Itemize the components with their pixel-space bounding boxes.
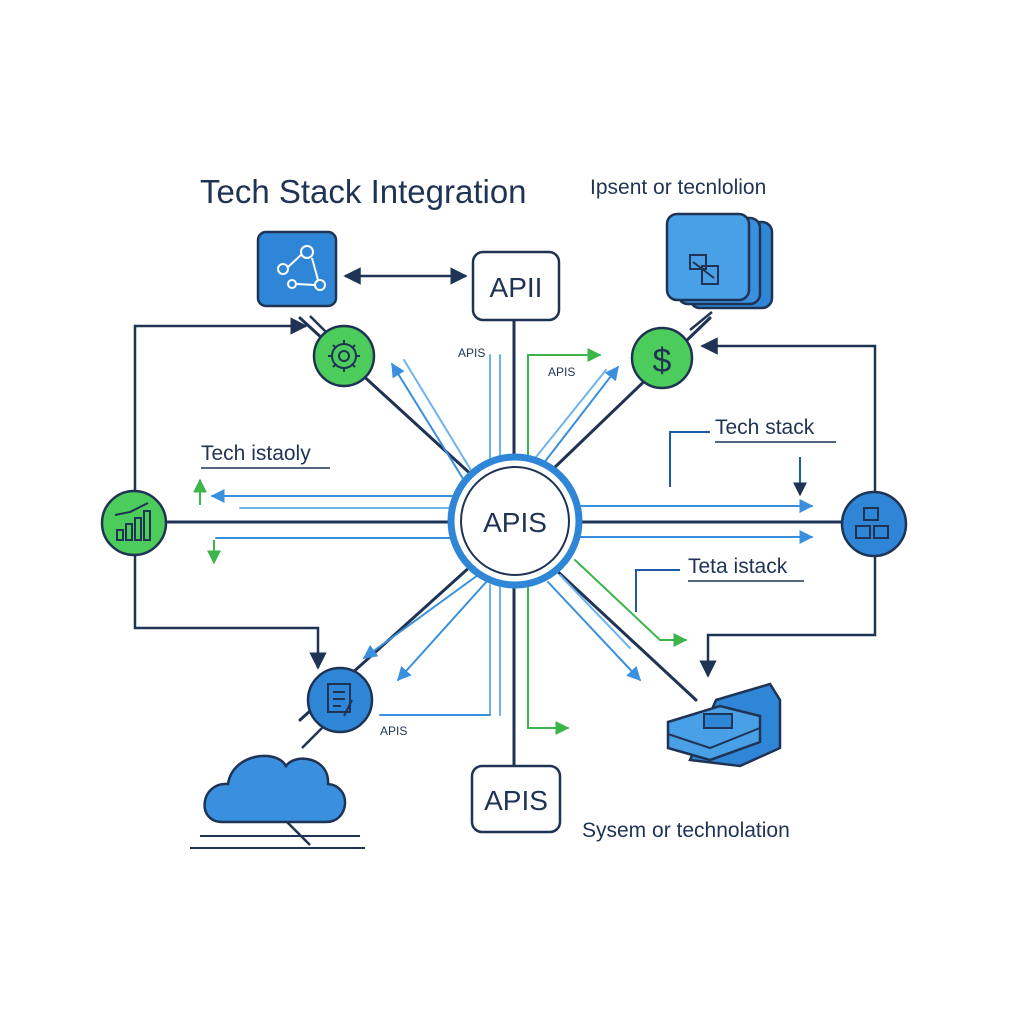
api-box-top-label: APII	[490, 272, 543, 303]
note-right-mid: Teta istack	[688, 555, 788, 578]
diagram-subtitle: Ipsent or tecnlolion	[590, 176, 766, 199]
caption-bottom: Sysem or technolation	[582, 819, 790, 842]
server-stack-node	[665, 212, 774, 310]
blocks-node	[840, 490, 908, 558]
note-right-top: Tech stack	[715, 416, 815, 439]
api-hub-label: APIS	[483, 507, 547, 538]
blocks-icon	[855, 507, 889, 539]
api-hub: APIS	[447, 453, 583, 589]
api-box-top: APII	[471, 250, 561, 322]
network-node	[256, 230, 338, 308]
gear-node	[312, 324, 376, 388]
cloud-node	[190, 754, 365, 849]
document-node	[306, 666, 374, 734]
diagram-title: Tech Stack Integration	[200, 173, 527, 210]
cloud-icon	[203, 754, 347, 824]
right-callout-brackets	[635, 431, 807, 612]
network-nodes-icon	[277, 245, 326, 291]
small-api-label-3: APIS	[380, 724, 407, 738]
dollar-icon: $	[653, 342, 672, 380]
chart-node	[100, 489, 168, 557]
radial-connectors	[166, 316, 847, 767]
gear-icon	[328, 340, 360, 372]
small-api-label-1: APIS	[458, 346, 485, 360]
hardware-node	[666, 682, 782, 768]
note-left: Tech istaoly	[201, 442, 311, 465]
document-icon	[327, 683, 353, 717]
hardware-module-icon	[666, 704, 762, 762]
left-accent-arrows	[193, 478, 221, 565]
dollar-node: $	[630, 326, 694, 390]
api-box-bottom-label: APIS	[484, 785, 548, 816]
api-box-bottom: APIS	[470, 764, 562, 834]
small-api-label-2: APIS	[548, 365, 575, 379]
bar-chart-icon	[114, 502, 151, 541]
server-stack-icon	[689, 254, 719, 285]
